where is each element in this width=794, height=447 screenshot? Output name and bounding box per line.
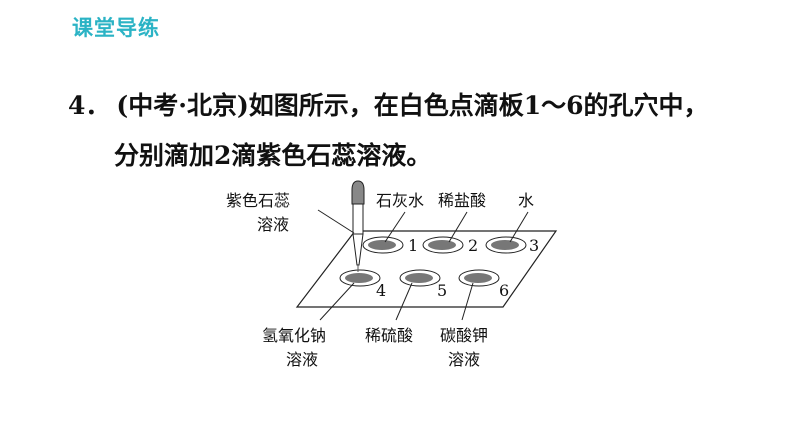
well-number-6: 6 bbox=[499, 281, 509, 300]
label-well-5: 稀硫酸 bbox=[365, 326, 413, 345]
well-5 bbox=[399, 269, 441, 287]
label-well-6-line-1: 碳酸钾 bbox=[440, 326, 488, 345]
well-number-4: 4 bbox=[376, 281, 386, 300]
well-3 bbox=[485, 236, 527, 254]
dropper bbox=[351, 180, 365, 272]
question-line-1: 4．(中考·北京)如图所示，在白色点滴板1～6的孔穴中， bbox=[68, 86, 709, 122]
dropper-label-line-2: 溶液 bbox=[257, 215, 289, 234]
well-1 bbox=[362, 236, 404, 254]
label-well-4-line-2: 溶液 bbox=[286, 350, 318, 369]
well-6 bbox=[458, 269, 500, 287]
well-number-1: 1 bbox=[408, 236, 418, 255]
question-number: 4． bbox=[68, 91, 111, 120]
leader-lines bbox=[317, 209, 529, 321]
section-header: 课堂导练 bbox=[72, 16, 160, 40]
well-number-2: 2 bbox=[468, 236, 478, 255]
dropper-label-line-1: 紫色石蕊 bbox=[226, 191, 290, 210]
label-well-2: 稀盐酸 bbox=[438, 191, 486, 210]
well-4 bbox=[339, 269, 381, 287]
label-well-4-line-1: 氢氧化钠 bbox=[262, 326, 326, 345]
label-well-1: 石灰水 bbox=[376, 191, 424, 210]
question-text-1: (中考·北京)如图所示，在白色点滴板1～6的孔穴中， bbox=[116, 91, 709, 120]
question-line-2: 分别滴加2滴紫色石蕊溶液。 bbox=[114, 141, 432, 170]
well-2 bbox=[422, 236, 464, 254]
label-well-6-line-2: 溶液 bbox=[448, 350, 480, 369]
well-number-5: 5 bbox=[437, 281, 447, 300]
label-well-3: 水 bbox=[518, 191, 534, 210]
well-number-3: 3 bbox=[529, 236, 539, 255]
